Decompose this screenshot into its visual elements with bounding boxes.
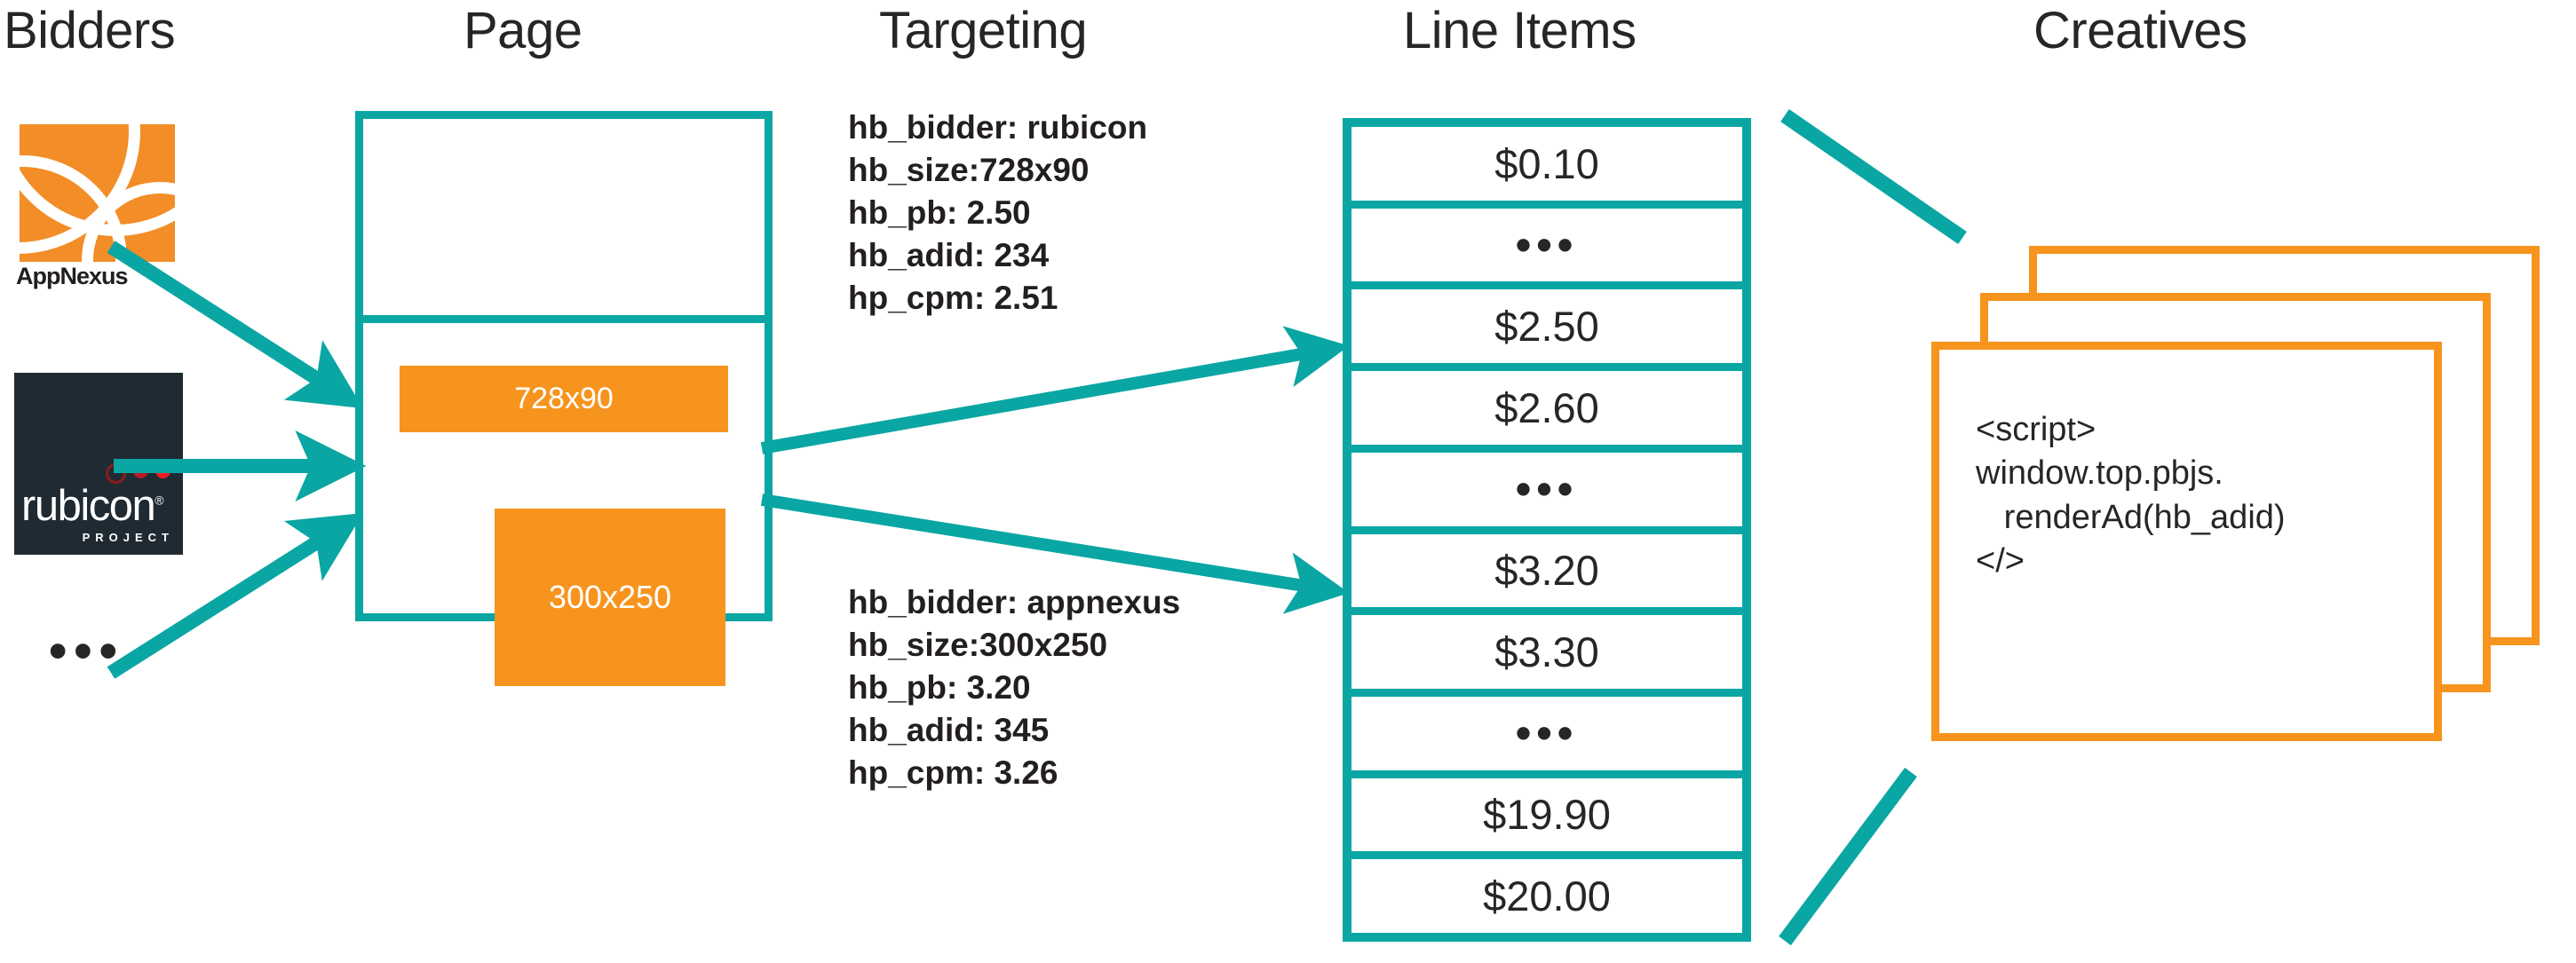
line-item-row[interactable]: $3.20 (1351, 533, 1742, 608)
creative-card-front (1931, 342, 2442, 741)
appnexus-logo-icon (20, 124, 175, 262)
line-item-row[interactable]: $3.30 (1351, 615, 1742, 689)
creative-code-snippet: <script> window.top.pbjs. renderAd(hb_ad… (1976, 411, 2286, 580)
line-item-row[interactable]: $20.00 (1351, 859, 1742, 934)
column-title-targeting: Targeting (879, 2, 1088, 59)
line-item-row[interactable]: $19.90 (1351, 778, 1742, 852)
rubicon-dots-icon (106, 463, 170, 484)
column-title-page: Page (464, 2, 583, 59)
ad-slot-leaderboard: 728x90 (400, 366, 728, 432)
appnexus-logo-label: AppNexus (16, 263, 129, 289)
arrow-page-to-line-item-320 (760, 493, 1350, 614)
line-item-row: ••• (1351, 452, 1742, 526)
connector-line-items-to-creatives-top (1780, 109, 1967, 244)
targeting-block-rubicon: hb_bidder: rubicon hb_size:728x90 hb_pb:… (848, 109, 1148, 317)
arrow-page-to-line-item-250 (760, 326, 1350, 454)
page-divider (355, 315, 773, 323)
column-title-line-items: Line Items (1403, 2, 1637, 59)
connector-line-items-to-creatives-bottom (1779, 767, 1917, 946)
rubicon-logo-sublabel: PROJECT (82, 531, 174, 544)
line-item-row[interactable]: $2.60 (1351, 371, 1742, 445)
line-item-row: ••• (1351, 696, 1742, 770)
line-item-row[interactable]: $0.10 (1351, 127, 1742, 201)
ad-slot-medium-rectangle: 300x250 (495, 509, 725, 686)
column-title-bidders: Bidders (4, 2, 176, 59)
rubicon-registered-mark: ® (155, 493, 163, 508)
rubicon-logo-label: rubicon® (21, 482, 164, 530)
bidders-more-indicator: ••• (49, 622, 124, 680)
column-title-creatives: Creatives (2033, 2, 2247, 59)
rubicon-logo-icon: rubicon® PROJECT (14, 373, 183, 555)
line-item-row[interactable]: $2.50 (1351, 289, 1742, 364)
line-item-row: ••• (1351, 208, 1742, 282)
targeting-block-appnexus: hb_bidder: appnexus hb_size:300x250 hb_p… (848, 584, 1181, 792)
line-items-table: $0.10 ••• $2.50 $2.60 ••• $3.20 $3.30 ••… (1343, 118, 1751, 942)
